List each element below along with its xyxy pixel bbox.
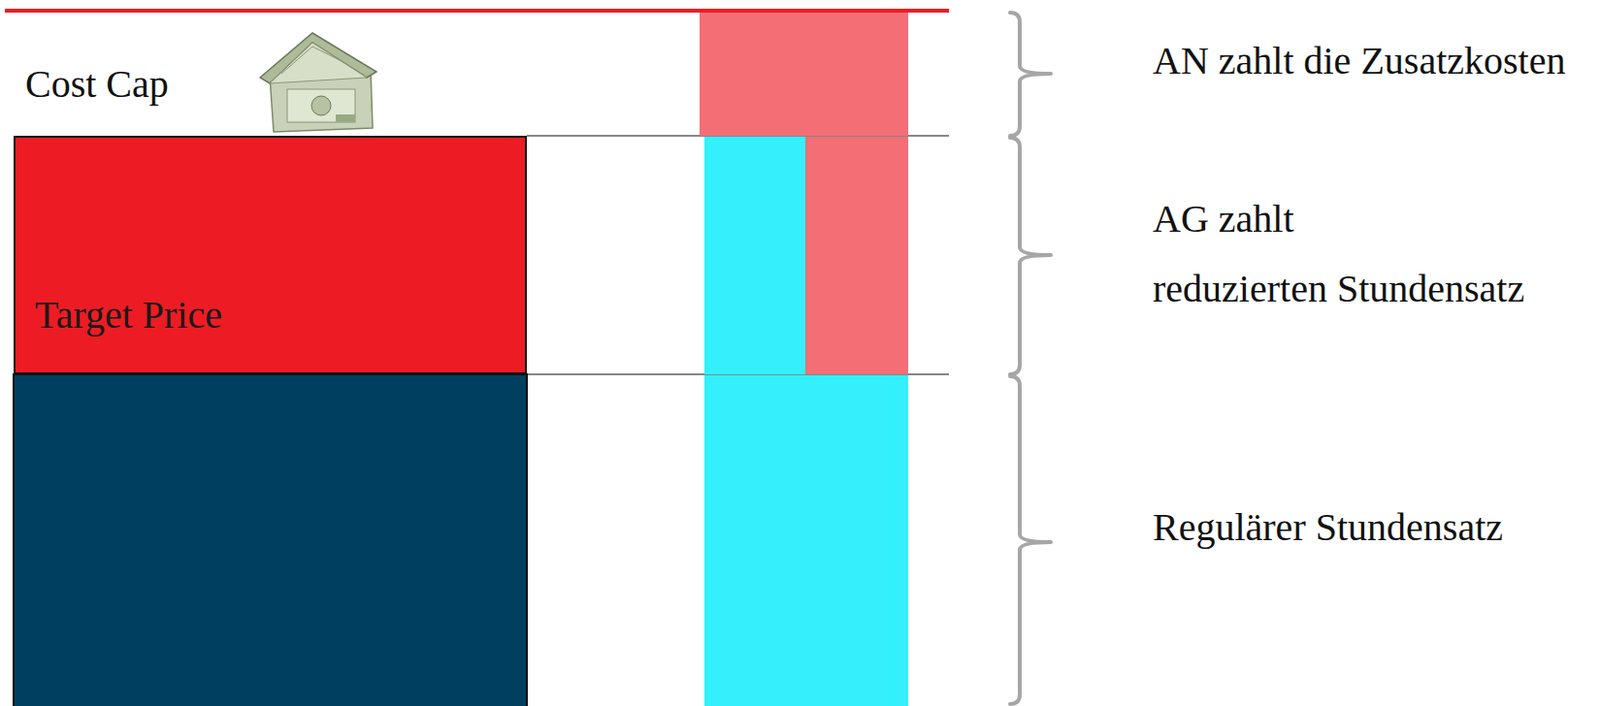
brace [1010, 137, 1051, 375]
block-title: Target Price [34, 293, 223, 338]
annotation-text: Regulärer Stundensatz [1152, 505, 1503, 551]
money-house-icon [260, 32, 377, 132]
cost-cap-label: Cost Cap [25, 62, 169, 107]
annotation-text: AN zahlt die Zusatzkosten [1152, 38, 1566, 84]
bar-segment [699, 12, 909, 136]
brace [1010, 376, 1051, 705]
base-block [13, 374, 527, 706]
cost-cap-line [4, 8, 949, 13]
bar-segment [704, 375, 909, 706]
annotation-text: AG zahlt [1152, 196, 1295, 242]
annotation-text: reduzierten Stundensatz [1152, 266, 1525, 312]
brace-group [1010, 12, 1051, 705]
target-price-block: Target Price [13, 135, 527, 375]
brace [1010, 12, 1051, 136]
bar-segment [805, 136, 909, 375]
bar-segment [704, 136, 806, 375]
